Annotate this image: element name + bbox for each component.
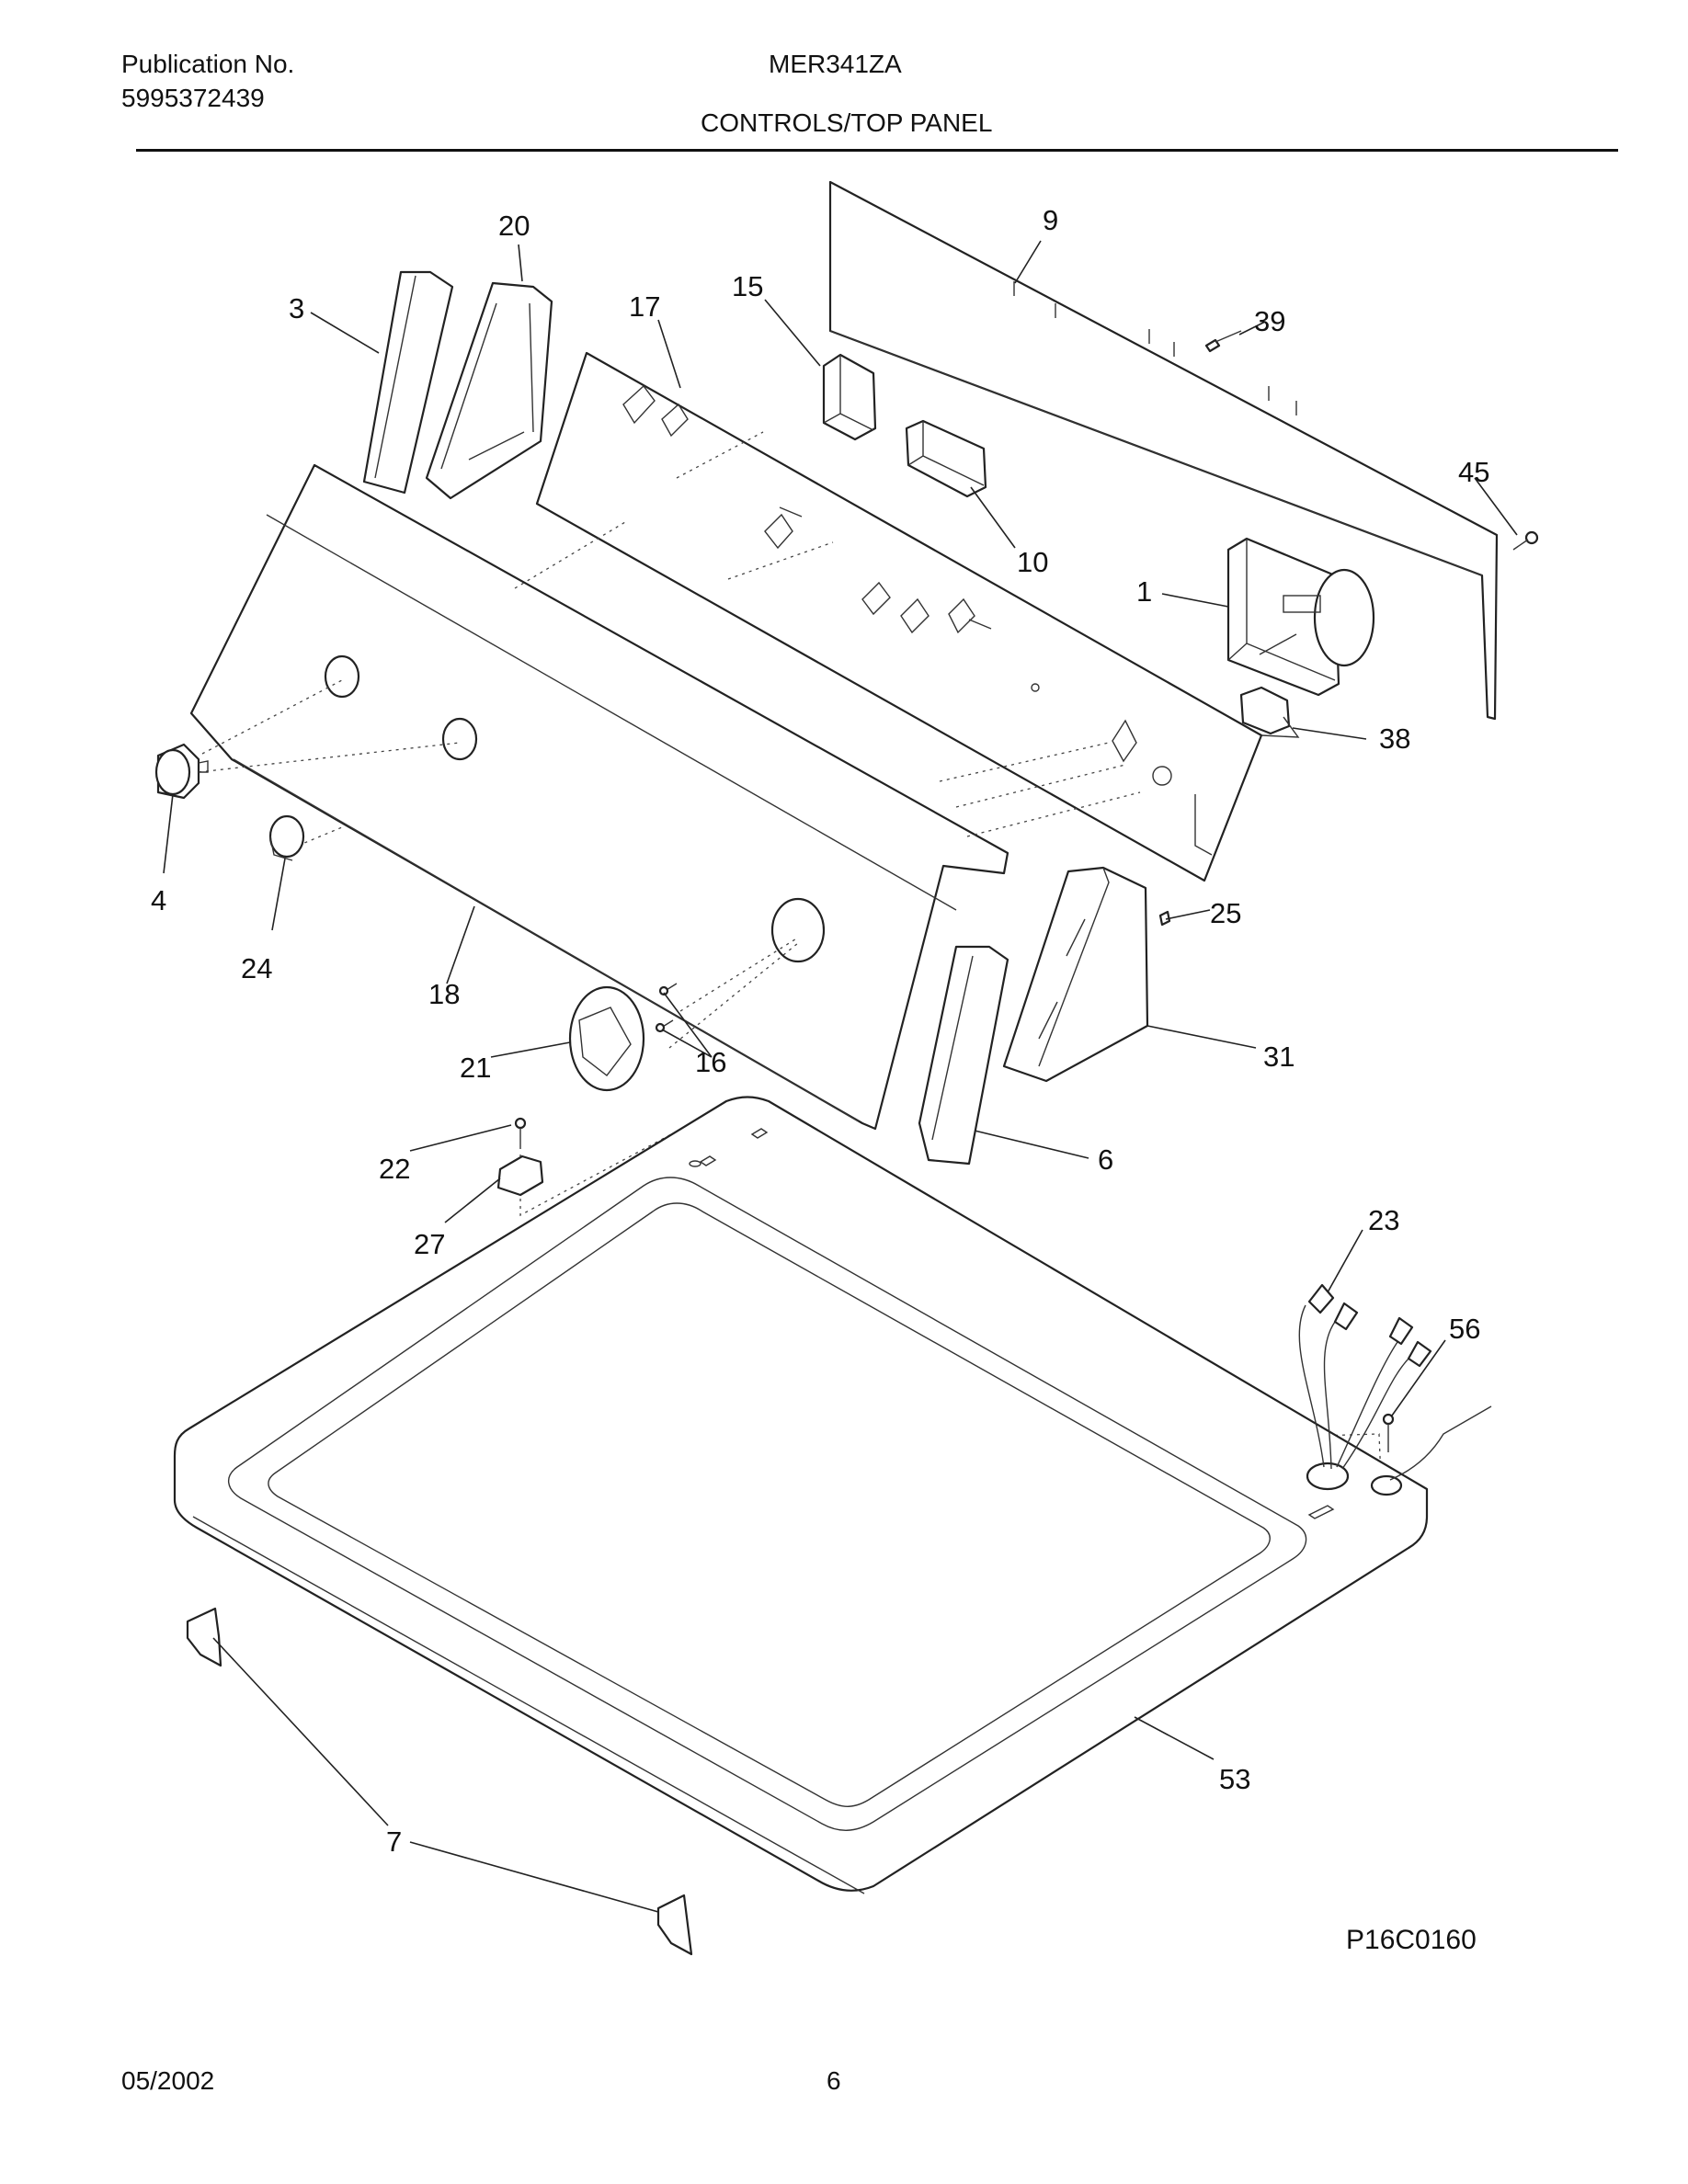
part-17-control-panel-plate: [535, 351, 1263, 882]
part-9-back-panel: [828, 180, 1499, 721]
callout-10: 10: [1017, 546, 1048, 578]
leader-lines: [163, 240, 1518, 1913]
header-divider: [136, 149, 1618, 152]
publication-date: 05/2002: [121, 2066, 215, 2095]
callout-31: 31: [1263, 1041, 1295, 1073]
part-45-screw: [1512, 530, 1539, 551]
part-25-screw: [1158, 910, 1171, 927]
part-56-ground-wire: [1382, 1405, 1492, 1481]
callout-6: 6: [1098, 1143, 1113, 1176]
part-21-timer-knob: [568, 985, 645, 1092]
callout-21: 21: [460, 1052, 491, 1084]
part-16-clips: [655, 983, 678, 1033]
callout-38: 38: [1379, 722, 1410, 755]
part-6-right-end-trim: [918, 945, 1009, 1166]
callout-3: 3: [289, 292, 304, 324]
part-10-selector-switch: [905, 419, 987, 498]
callout-56: 56: [1449, 1313, 1480, 1345]
callout-17: 17: [629, 290, 660, 323]
part-15-switch: [822, 353, 877, 441]
part-4-knob: [154, 743, 209, 800]
part-38-bracket: [1239, 686, 1300, 738]
callout-1: 1: [1136, 575, 1152, 608]
part-53-top-panel: [173, 1096, 1429, 1894]
callout-24: 24: [241, 952, 272, 984]
callout-22: 22: [379, 1153, 410, 1185]
part-24-knob-insert: [268, 814, 305, 861]
callout-45: 45: [1458, 456, 1489, 488]
callout-23: 23: [1368, 1204, 1399, 1236]
part-1-timer: [1226, 537, 1375, 697]
part-18-console-panel: [189, 463, 1009, 1131]
callout-labels: 1 3 4 6 7 9 10 15 16 17 18 20 21 22 23 2…: [151, 204, 1489, 1858]
callout-18: 18: [428, 978, 460, 1010]
callout-15: 15: [732, 270, 763, 302]
part-23-wire-harness: [1298, 1283, 1432, 1470]
part-39-screw: [1204, 330, 1242, 353]
callout-20: 20: [498, 210, 530, 242]
callout-53: 53: [1219, 1763, 1250, 1795]
section-title: CONTROLS/TOP PANEL: [701, 108, 993, 137]
callout-9: 9: [1043, 204, 1058, 236]
part-31-right-end-cap: [1002, 866, 1149, 1083]
callout-39: 39: [1254, 305, 1285, 337]
part-3-left-end-trim: [362, 270, 454, 495]
part-7-clip-left: [186, 1607, 222, 1667]
callout-16: 16: [695, 1046, 726, 1078]
callout-4: 4: [151, 884, 166, 916]
publication-number: 5995372439: [121, 84, 265, 112]
callout-7: 7: [386, 1826, 402, 1858]
callout-27: 27: [414, 1228, 445, 1260]
publication-label: Publication No.: [121, 50, 295, 78]
part-22-screw: [514, 1117, 527, 1149]
part-7-clip-right: [656, 1894, 693, 1956]
callout-25: 25: [1210, 897, 1241, 929]
page-number: 6: [827, 2066, 841, 2095]
model-number: MER341ZA: [769, 50, 902, 78]
part-20-left-end-cap: [425, 281, 553, 500]
figure-code: P16C0160: [1346, 1925, 1477, 1955]
part-27-bracket: [496, 1155, 544, 1197]
